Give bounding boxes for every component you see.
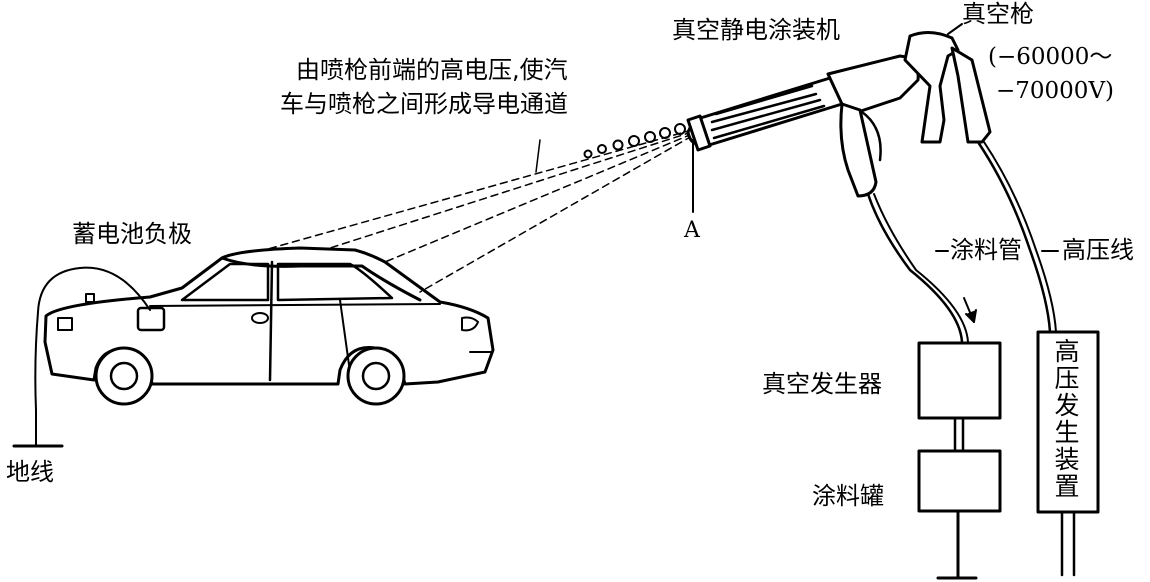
barrel-grip-shading — [710, 84, 826, 140]
gun-trigger — [860, 110, 882, 162]
vacuum-generator-box — [917, 341, 1002, 420]
car-front-window — [276, 262, 394, 302]
spray-pattern — [267, 129, 693, 293]
gun-pivot — [947, 23, 963, 35]
paint-hose-inner — [873, 193, 969, 343]
car-rear-window — [180, 262, 270, 302]
gun-nozzle — [686, 114, 712, 152]
gun-trigger-lever — [950, 46, 992, 144]
car-door-seam — [339, 299, 351, 373]
car-rear-wheel — [346, 346, 406, 406]
hv-device-box — [1036, 330, 1100, 514]
conductive-channel-note-line1: 由喷枪前端的高电压,使汽 — [296, 56, 568, 84]
paint-hose-label: 涂料管 — [950, 236, 1022, 264]
car-front-wheel — [94, 346, 154, 406]
voltage-range-line2: −70000V) — [996, 78, 1115, 104]
hv-cable-label: 高压线 — [1062, 236, 1134, 264]
ground-wire — [34, 266, 151, 446]
battery-box — [136, 306, 166, 332]
car-belt-line — [149, 303, 441, 307]
car-illustration — [43, 246, 495, 406]
hv-cable — [976, 140, 1052, 334]
paint-droplets — [583, 123, 686, 159]
car-headlight — [57, 317, 73, 331]
car-door-handle — [251, 312, 269, 324]
label-leader — [535, 139, 541, 173]
point-a-label: A — [684, 218, 700, 243]
spray-gun — [686, 23, 992, 198]
paint-tank-label: 涂料罐 — [812, 482, 884, 510]
gun-title: 真空枪 — [962, 0, 1034, 28]
gun-barrel — [686, 76, 844, 148]
conductive-channel-note-line2: 车与喷枪之间形成导电通道 — [280, 90, 568, 118]
voltage-range-line1: (−60000～ — [988, 44, 1113, 70]
vacuum-generator-label: 真空发生器 — [762, 370, 882, 398]
flow-arrow — [963, 297, 977, 323]
car-door-pillar — [268, 260, 274, 382]
paint-hose — [866, 192, 964, 344]
ground-wire-label: 地线 — [6, 458, 54, 486]
paint-tank-box — [917, 449, 1002, 513]
gun-top-handle — [903, 31, 960, 144]
battery-negative-label: 蓄电池负极 — [72, 220, 192, 248]
machine-title: 真空静电涂装机 — [672, 16, 840, 44]
car-taillight — [461, 316, 479, 332]
hv-device-label: 高压发生装置 — [1051, 338, 1080, 500]
gun-handle — [839, 102, 878, 198]
hv-cable-inner — [983, 141, 1057, 333]
car-antenna — [85, 293, 95, 303]
